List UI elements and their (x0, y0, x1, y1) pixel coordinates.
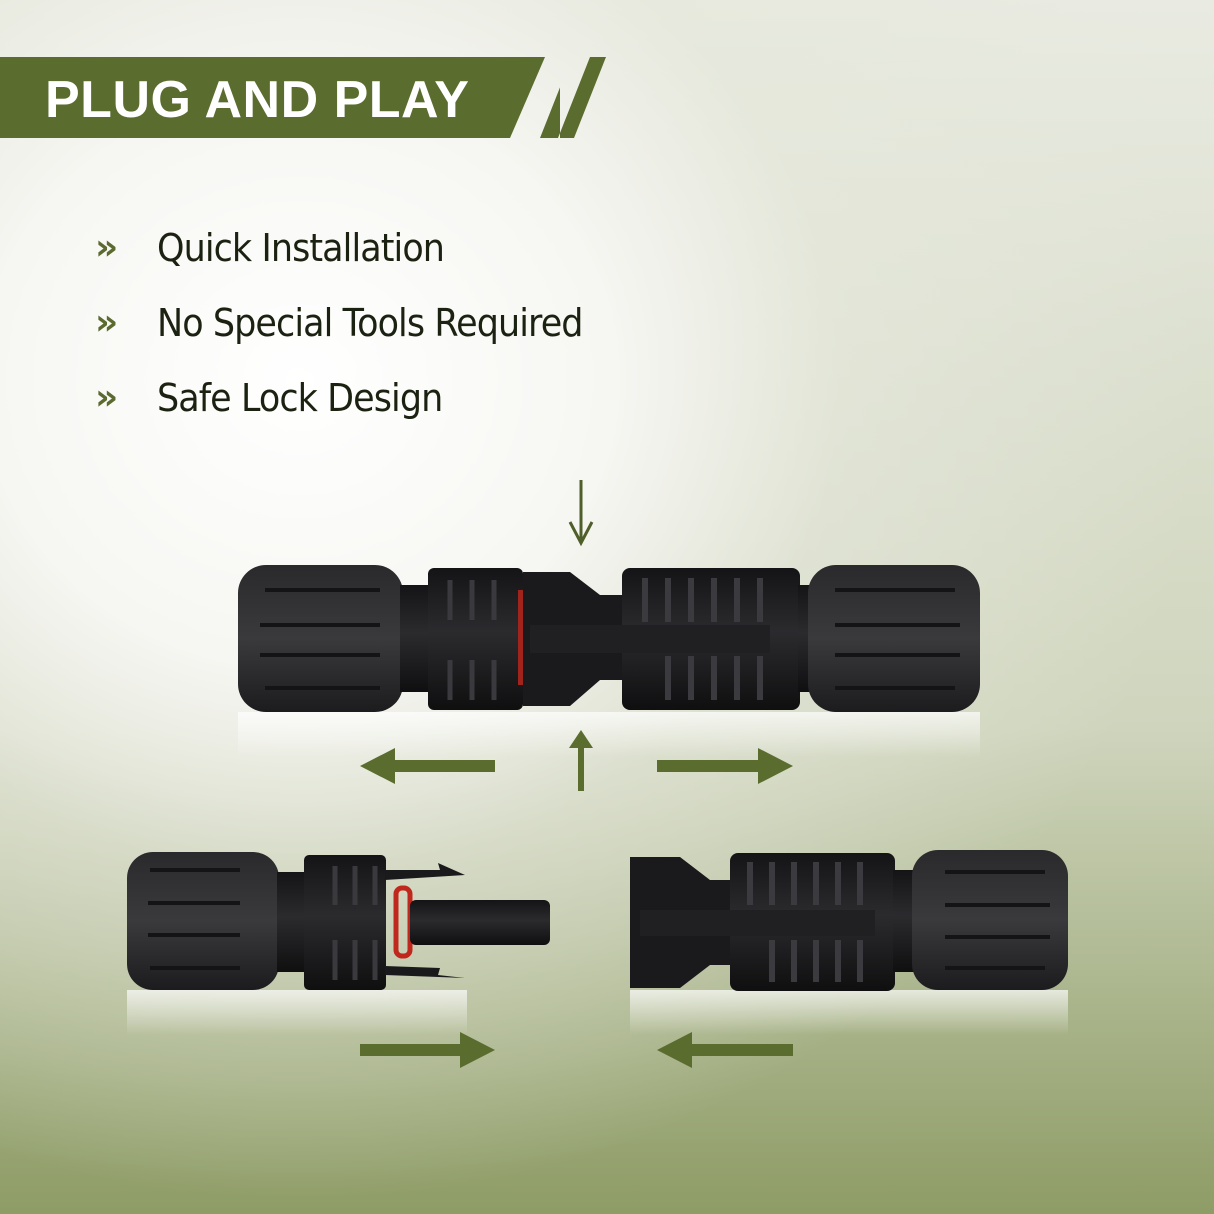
stripe-decoration (560, 57, 606, 138)
cap (912, 850, 1068, 990)
stripe-decoration (540, 87, 560, 138)
reflection (127, 990, 467, 1035)
left-cap (238, 565, 403, 712)
assembled-connector (238, 565, 980, 757)
arrow-right-icon (657, 748, 793, 784)
reflection (630, 990, 1068, 1035)
cap (127, 852, 279, 990)
o-ring (518, 590, 524, 685)
arrow-left-icon (360, 748, 495, 784)
body (304, 855, 386, 990)
pin (410, 900, 550, 945)
feature-label: Safe Lock Design (157, 375, 443, 420)
press-up-arrow-icon (569, 730, 593, 791)
latch-clip (385, 863, 465, 880)
double-chevron-right-icon: » (95, 301, 119, 343)
o-ring (393, 885, 413, 959)
feature-item: » Safe Lock Design (95, 360, 620, 435)
arrow-left-icon (657, 1032, 793, 1068)
arrow-right-icon (360, 1032, 495, 1068)
male-body (428, 568, 523, 710)
latch-clip (385, 966, 465, 978)
double-chevron-right-icon: » (95, 376, 119, 418)
feature-item: » Quick Installation (95, 210, 620, 285)
double-chevron-right-icon: » (95, 226, 119, 268)
press-down-arrow-icon (568, 480, 594, 547)
feature-item: » No Special Tools Required (95, 285, 620, 360)
feature-label: No Special Tools Required (157, 300, 583, 345)
feature-list: » Quick Installation » No Special Tools … (95, 210, 620, 435)
female-connector (630, 850, 1068, 1035)
male-connector (127, 852, 550, 1035)
title-banner (0, 57, 560, 138)
reflection (238, 712, 980, 757)
feature-label: Quick Installation (157, 225, 445, 270)
right-cap (808, 565, 980, 712)
page-title: PLUG AND PLAY (45, 71, 470, 129)
